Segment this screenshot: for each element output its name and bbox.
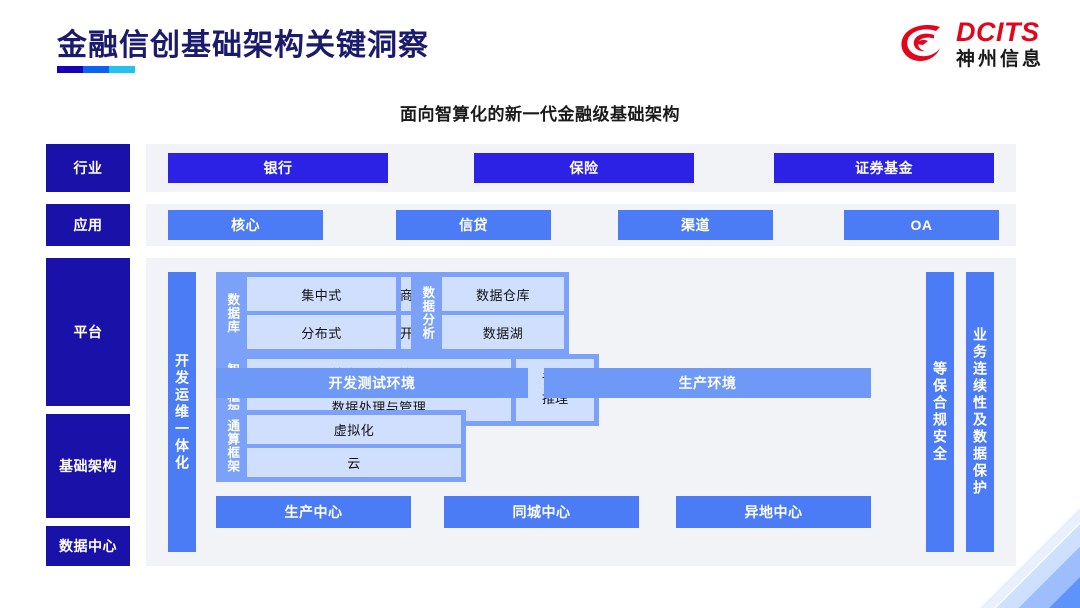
application-chip-oa[interactable]: OA [844, 210, 999, 240]
group-body-database: 集中式 分布式 [247, 277, 396, 349]
rail-label-application: 应用 [46, 204, 130, 246]
rail-label-industry: 行业 [46, 144, 130, 192]
logo-cn-text: 神州信息 [955, 49, 1044, 70]
application-row: 核心 信贷 渠道 OA [146, 204, 1016, 246]
deco-stripe-1 [1074, 458, 1080, 608]
data-center-chip-production[interactable]: 生产中心 [216, 496, 411, 528]
group-body-data-analysis: 数据仓库 数据湖 [442, 277, 564, 349]
architecture-diagram: 行业 应用 平台 基础架构 数据中心 银行 保险 证券基金 核心 信贷 渠道 O… [46, 142, 1016, 566]
dcits-swoosh-icon [896, 18, 948, 70]
rail-label-data-center: 数据中心 [46, 526, 130, 566]
industry-chip-insurance[interactable]: 保险 [474, 153, 694, 183]
industry-chip-securities-fund[interactable]: 证券基金 [774, 153, 994, 183]
rule-segment-1 [57, 66, 83, 73]
deco-stripe-2 [1038, 458, 1080, 608]
group-database[interactable]: 数据库 集中式 分布式 [216, 272, 401, 354]
application-chip-channel[interactable]: 渠道 [618, 210, 773, 240]
group-title-database: 数据库 [225, 292, 240, 334]
cell-cloud[interactable]: 云 [247, 448, 461, 477]
rule-segment-3 [109, 66, 135, 73]
application-chip-core[interactable]: 核心 [168, 210, 323, 240]
slide-header: 金融信创基础架构关键洞察 DCITS 神州信息 [0, 0, 1080, 92]
group-body-general-compute: 虚拟化 云 [247, 415, 461, 477]
layer-rail: 行业 应用 平台 基础架构 数据中心 [46, 142, 130, 566]
environment-bar-dev-test[interactable]: 开发测试环境 [216, 368, 528, 398]
brand-logo: DCITS 神州信息 [896, 18, 1044, 70]
environment-bar-production[interactable]: 生产环境 [544, 368, 871, 398]
cell-distributed[interactable]: 分布式 [247, 315, 396, 349]
group-general-compute-framework[interactable]: 通算框架 虚拟化 云 [216, 410, 466, 482]
cell-virtualization[interactable]: 虚拟化 [247, 415, 461, 444]
rail-label-platform: 平台 [46, 258, 130, 406]
stack-inner: 数据库 集中式 分布式 数据分析 数据仓库 数据湖 AI [216, 272, 916, 552]
vertical-bar-security-compliance[interactable]: 等保合规安全 [926, 272, 954, 552]
platform-infrastructure-stack: 开发运维一体化 等保合规安全 业务连续性及数据保护 数据库 集中式 分布式 数据… [146, 258, 1016, 566]
cell-data-lake[interactable]: 数据湖 [442, 315, 564, 349]
cell-centralized[interactable]: 集中式 [247, 277, 396, 311]
application-chip-credit[interactable]: 信贷 [396, 210, 551, 240]
rail-label-infrastructure: 基础架构 [46, 414, 130, 518]
group-title-general-compute: 通算框架 [225, 419, 240, 473]
cell-data-warehouse[interactable]: 数据仓库 [442, 277, 564, 311]
page-title: 金融信创基础架构关键洞察 [57, 29, 429, 62]
vertical-bar-devops[interactable]: 开发运维一体化 [168, 272, 196, 552]
industry-chip-bank[interactable]: 银行 [168, 153, 388, 183]
group-data-analysis[interactable]: 数据分析 数据仓库 数据湖 [411, 272, 569, 354]
rule-segment-2 [83, 66, 109, 73]
title-underline-rule [57, 66, 135, 73]
data-center-chip-remote[interactable]: 异地中心 [676, 496, 871, 528]
logo-en-text: DCITS [955, 17, 1040, 47]
data-center-chip-same-city[interactable]: 同城中心 [444, 496, 639, 528]
group-title-data-analysis: 数据分析 [420, 286, 435, 340]
deco-stripe-3 [1010, 458, 1080, 608]
vertical-bar-business-continuity[interactable]: 业务连续性及数据保护 [966, 272, 994, 552]
industry-row: 银行 保险 证券基金 [146, 144, 1016, 192]
logo-wordmark: DCITS 神州信息 [955, 17, 1044, 70]
slide-subtitle: 面向智算化的新一代金融级基础架构 [400, 105, 680, 124]
